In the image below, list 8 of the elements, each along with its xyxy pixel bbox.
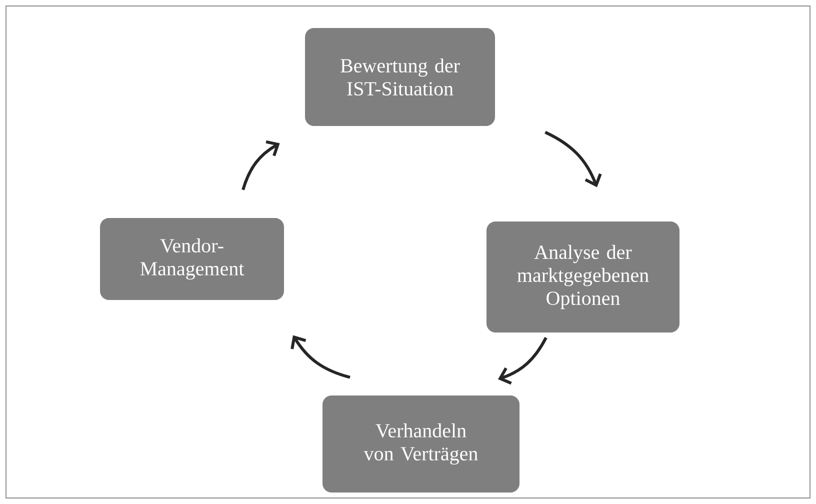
process-box: Verhandeln von Verträgen [322,396,520,492]
arrow [498,337,548,385]
arrow [242,140,280,190]
process-box: Analyse der marktgegebenen Optionen [486,222,680,332]
process-box: Vendor-Management [100,218,284,300]
arrow [290,335,350,379]
process-box: Bewertung der IST-Situation [305,28,495,126]
arrow [544,130,602,188]
